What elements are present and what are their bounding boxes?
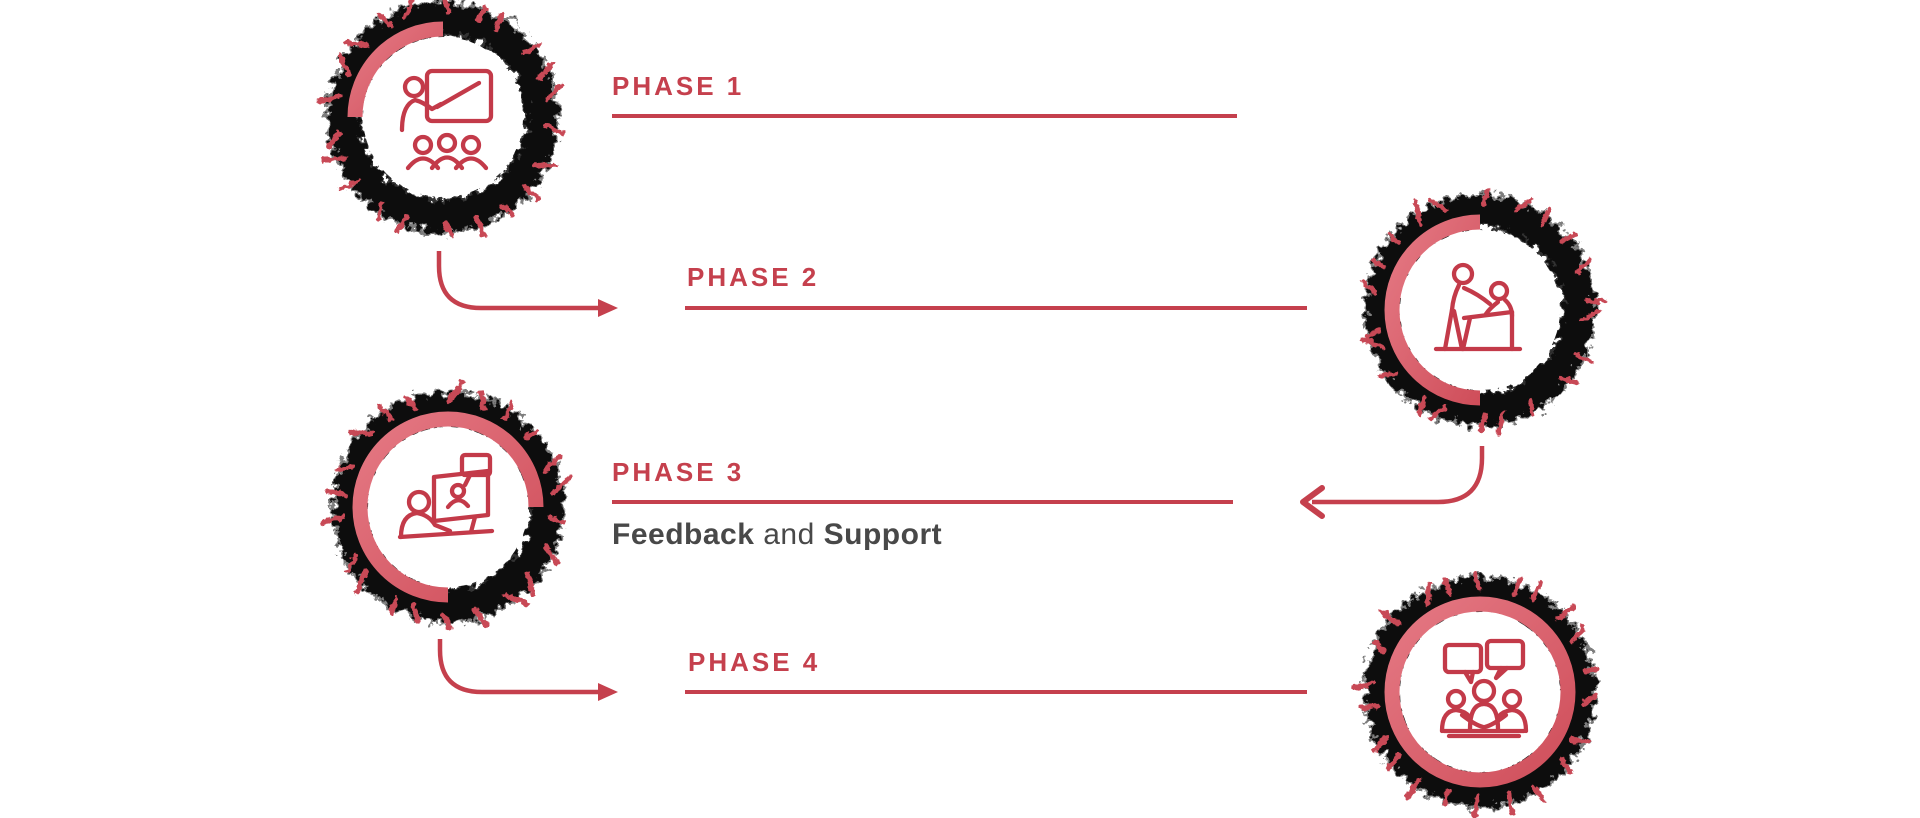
phase-badge-graphic [1350,570,1601,818]
badge-inner-circle [363,37,523,197]
phase-1-badge [313,0,573,247]
arrowhead-chevron-icon [1300,485,1325,519]
phase-2-badge [1350,180,1610,440]
phase-badge-graphic [317,0,565,238]
phase-1-underline [612,114,1237,118]
progress-arc [347,21,444,118]
classroom-training-icon [399,68,494,171]
arrow-phase1-to-phase2-icon [436,251,598,311]
phase-4-label: PHASE 4 [688,647,821,677]
virtual-meeting-icon [397,452,495,540]
tick-marks [317,0,565,238]
arrow-phase3-to-phase4-icon [437,639,598,695]
phase-2-underline [685,306,1307,310]
phase-4-badge [1350,562,1610,818]
caption-word-feedback: Feedback [612,518,755,551]
progress-arc [1384,596,1576,788]
badge-inner-circle [1400,612,1560,772]
phase-3-caption: Feedback and Support [612,518,942,552]
phase-4-underline [685,690,1307,694]
tick-marks [1360,187,1607,436]
phase-1-label: PHASE 1 [612,71,745,101]
phase-2-label: PHASE 2 [687,262,820,292]
phase-3-underline [612,500,1233,504]
badge-inner-circle [1400,230,1560,390]
phase-3-label: PHASE 3 [612,457,745,487]
one-on-one-coaching-icon [1433,262,1523,352]
phase-badge-graphic [1360,187,1607,436]
arrowhead-triangle-1-icon [598,299,618,317]
phase-3-badge [318,377,578,637]
progress-arc [352,411,544,603]
caption-word-support: Support [823,518,943,551]
group-discussion-icon [1439,638,1529,739]
progress-arc [1384,214,1481,406]
caption-word-and: and [754,518,824,551]
tick-marks [320,378,574,631]
arrowhead-triangle-2-icon [598,683,618,701]
arrow-phase2-to-phase3-icon [1312,446,1485,505]
tick-marks [1350,570,1601,818]
phase-badge-graphic [320,378,574,631]
